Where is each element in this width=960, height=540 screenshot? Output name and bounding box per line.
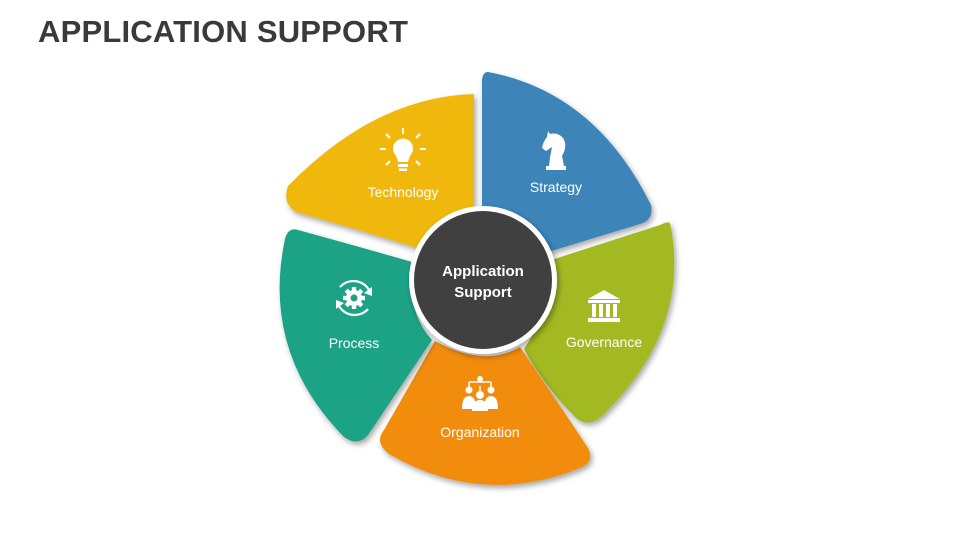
lightbulb-icon <box>380 128 426 171</box>
segment-technology: Technology <box>286 94 474 250</box>
segment-organization: Organization <box>380 341 591 486</box>
technology-shape <box>286 94 474 250</box>
segment-label-organization: Organization <box>440 424 519 440</box>
chess-knight-icon <box>542 131 566 170</box>
segment-label-process: Process <box>329 335 380 351</box>
strategy-shape <box>482 72 652 252</box>
segment-label-strategy: Strategy <box>530 179 582 195</box>
segment-governance: Governance <box>524 222 675 423</box>
center-circle <box>414 211 552 349</box>
page-title: APPLICATION SUPPORT <box>38 14 409 49</box>
governance-shape <box>524 222 675 423</box>
center-label-line1: Application <box>442 263 524 280</box>
center-hub: Application Support <box>409 206 557 354</box>
org-people-icon <box>462 376 498 411</box>
segment-strategy: Strategy <box>482 72 652 252</box>
segment-label-governance: Governance <box>566 334 642 350</box>
organization-shape <box>380 341 591 486</box>
process-shape <box>279 229 432 442</box>
segment-label-technology: Technology <box>368 184 439 200</box>
gear-cycle-icon <box>336 279 372 317</box>
segment-process: Process <box>279 229 432 442</box>
center-label-line2: Support <box>454 284 512 301</box>
bank-building-icon <box>588 290 620 322</box>
